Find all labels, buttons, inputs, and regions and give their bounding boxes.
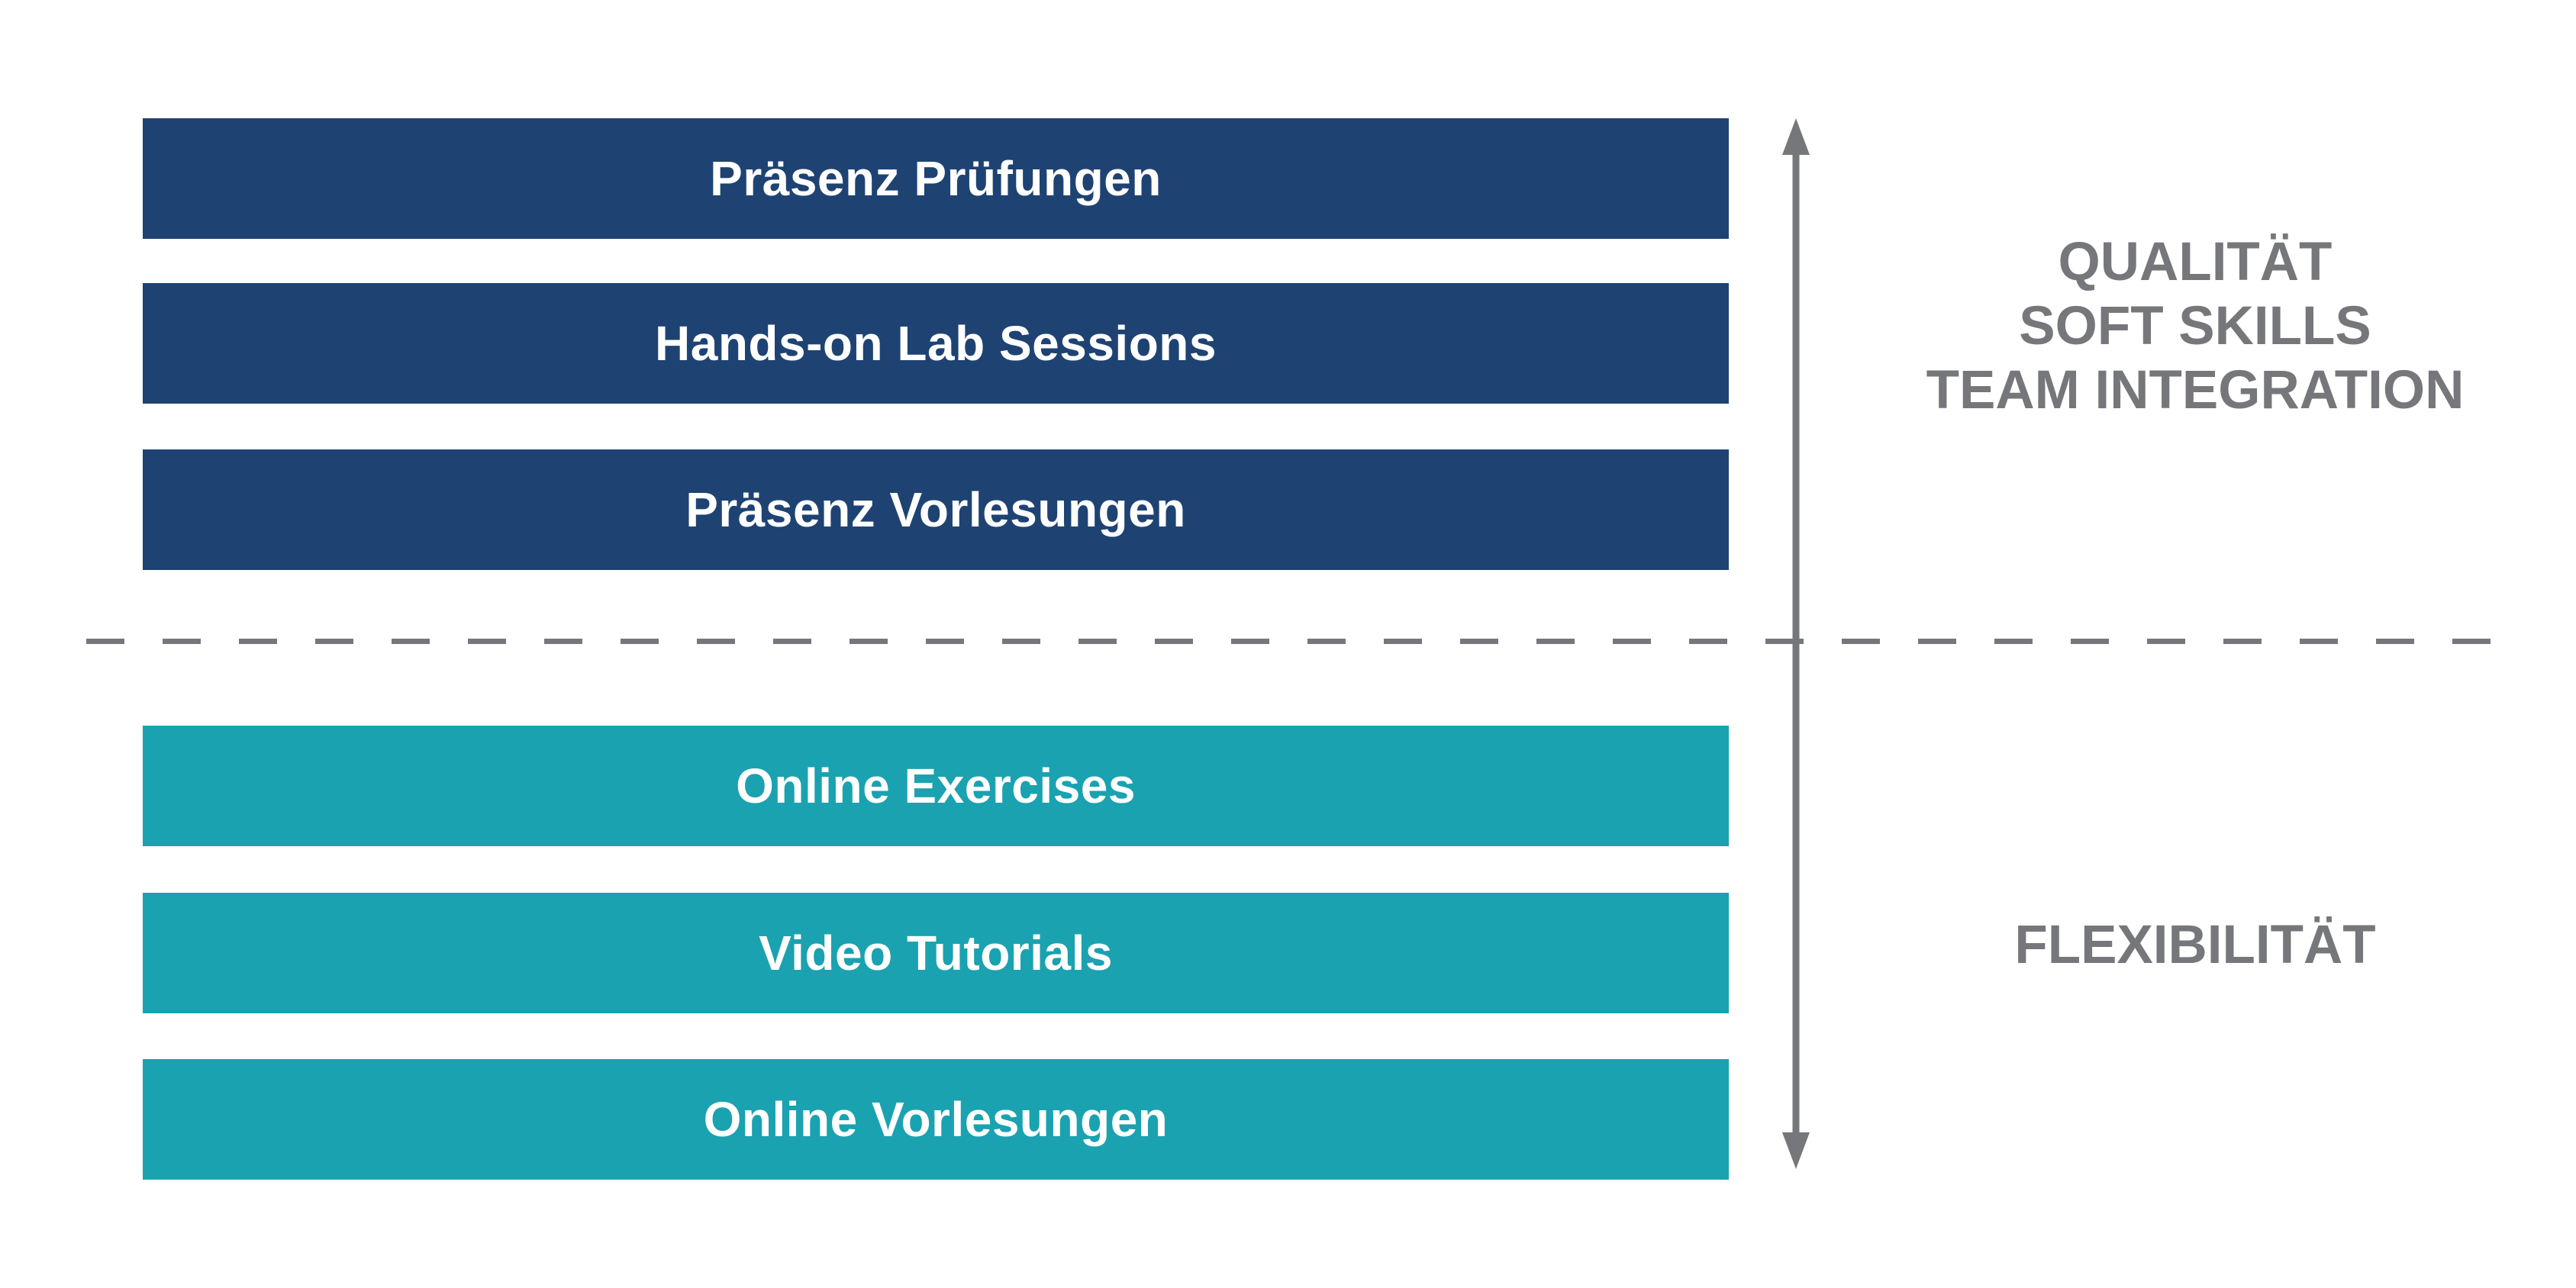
bar-label: Online Exercises (736, 758, 1136, 813)
quality-label-block: QUALITÄT SOFT SKILLS TEAM INTEGRATION (1813, 230, 2576, 423)
dashed-divider-line (86, 639, 2494, 644)
bar-online-vorlesungen: Online Vorlesungen (143, 1059, 1729, 1180)
double-arrow-icon (1782, 118, 1810, 1169)
bar-hands-on-lab-sessions: Hands-on Lab Sessions (143, 283, 1729, 404)
bar-video-tutorials: Video Tutorials (143, 893, 1729, 1013)
flexibility-label-block: FLEXIBILITÄT (1813, 913, 2576, 977)
team-integration-label-line: TEAM INTEGRATION (1926, 360, 2465, 420)
soft-skills-label-line: SOFT SKILLS (2019, 296, 2371, 356)
bar-online-exercises: Online Exercises (143, 726, 1729, 846)
bar-praesenz-pruefungen: Präsenz Prüfungen (143, 118, 1729, 239)
bar-label: Präsenz Prüfungen (710, 151, 1162, 206)
bar-label: Video Tutorials (759, 926, 1113, 980)
bar-praesenz-vorlesungen: Präsenz Vorlesungen (143, 449, 1729, 570)
bar-label: Präsenz Vorlesungen (685, 482, 1186, 537)
bar-label: Online Vorlesungen (703, 1092, 1169, 1147)
quality-label-line: QUALITÄT (2058, 232, 2333, 292)
flexibility-label-line: FLEXIBILITÄT (2014, 915, 2376, 975)
bar-label: Hands-on Lab Sessions (655, 316, 1217, 371)
